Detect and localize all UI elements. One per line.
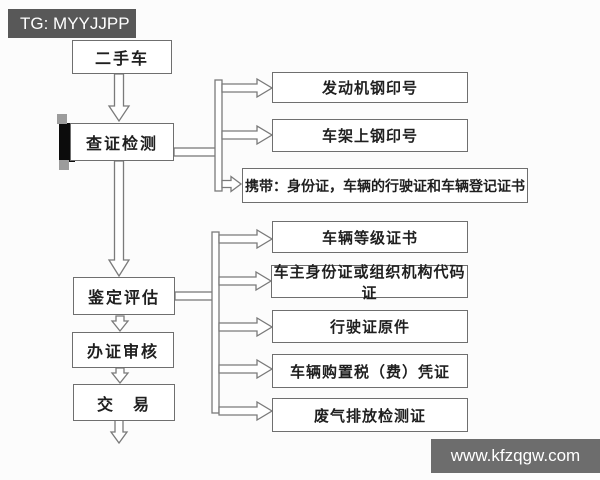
- leaf-owner-id: 车主身份证或组织机构代码证: [271, 264, 468, 302]
- node-certificate-review: 办证审核: [72, 332, 174, 368]
- node-verify-inspect: 查证检测: [70, 123, 174, 161]
- node-trade-label: 交 易: [96, 396, 151, 414]
- site-watermark: www.kfzqgw.com: [431, 439, 600, 473]
- site-watermark-label: www.kfzqgw.com: [450, 446, 581, 465]
- arrow-to-frame-stamp: [221, 124, 274, 146]
- leaf-owner-id-label: 车主身份证或组织机构代码证: [273, 263, 466, 302]
- arrow-verify-to-appraise: [107, 160, 131, 278]
- arrow-appraise-to-review: [110, 315, 130, 333]
- node-trade: 交 易: [73, 384, 175, 421]
- arrow-trade-out: [109, 419, 129, 445]
- arrow-to-owner-id: [218, 270, 273, 292]
- arrow-to-purchase-tax: [218, 358, 274, 380]
- leaf-driving-license: 行驶证原件: [272, 310, 468, 343]
- node-used-car: 二手车: [72, 40, 172, 74]
- arrow-to-carry-documents: [221, 175, 243, 193]
- tg-banner-label: TG: MYYJJPP: [20, 13, 130, 33]
- verify-branch-bus: [214, 79, 223, 192]
- leaf-engine-stamp-label: 发动机钢印号: [321, 80, 418, 97]
- leaf-emission-test-label: 废气排放检测证: [313, 407, 426, 425]
- arrow-to-grade-certificate: [218, 228, 274, 250]
- verify-branch-stub: [173, 147, 217, 157]
- arrow-to-engine-stamp: [221, 77, 274, 99]
- node-appraise-evaluate: 鉴定评估: [73, 277, 175, 315]
- node-appraise-evaluate-label: 鉴定评估: [87, 290, 160, 307]
- arrow-to-driving-license: [218, 316, 274, 338]
- leaf-purchase-tax: 车辆购置税（费）凭证: [272, 354, 468, 388]
- node-used-car-label: 二手车: [94, 51, 149, 68]
- leaf-driving-license-label: 行驶证原件: [329, 319, 410, 336]
- tg-banner: TG: MYYJJPP: [8, 9, 136, 38]
- arrow-used-car-to-verify: [107, 73, 131, 123]
- leaf-carry-documents: 携带：身份证，车辆的行驶证和车辆登记证书: [242, 168, 528, 203]
- arrow-review-to-trade: [110, 367, 130, 385]
- node-certificate-review-label: 办证审核: [86, 344, 159, 361]
- leaf-engine-stamp: 发动机钢印号: [272, 72, 468, 103]
- leaf-grade-certificate-label: 车辆等级证书: [321, 229, 418, 247]
- selection-handle-top: [57, 114, 67, 124]
- arrow-to-emission-test: [218, 400, 274, 422]
- node-verify-inspect-label: 查证检测: [85, 136, 158, 153]
- leaf-purchase-tax-label: 车辆购置税（费）凭证: [289, 363, 450, 381]
- appraise-branch-stub: [174, 291, 214, 301]
- leaf-frame-stamp-label: 车架上钢印号: [321, 128, 418, 145]
- leaf-carry-documents-label: 携带：身份证，车辆的行驶证和车辆登记证书: [245, 177, 525, 194]
- leaf-emission-test: 废气排放检测证: [272, 398, 468, 432]
- appraise-branch-bus: [211, 231, 220, 414]
- leaf-frame-stamp: 车架上钢印号: [272, 119, 468, 152]
- selection-handle-bottom: [59, 160, 69, 170]
- leaf-grade-certificate: 车辆等级证书: [272, 221, 468, 253]
